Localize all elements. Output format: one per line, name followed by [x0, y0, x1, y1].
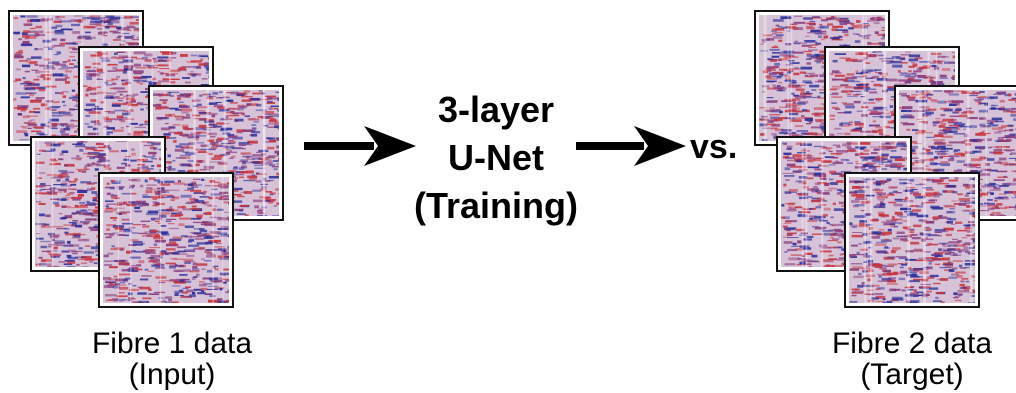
waveform-image [849, 177, 975, 303]
model-label: 3-layer U-Net (Training) [398, 86, 594, 230]
target-caption-line2: (Target) [860, 358, 964, 391]
target-caption: Fibre 2 data (Target) [812, 328, 1012, 390]
input-panel-5 [98, 172, 234, 308]
input-caption-line2: (Input) [128, 358, 216, 391]
model-label-line1: 3-layer [437, 89, 555, 130]
waveform-image [103, 177, 229, 303]
input-caption: Fibre 1 data (Input) [62, 328, 282, 390]
model-label-line3: (Training) [414, 185, 578, 226]
target-caption-line1: Fibre 2 data [831, 327, 993, 360]
input-to-model-arrow [304, 126, 416, 166]
compare-label: vs. [690, 128, 738, 166]
model-to-compare-arrow [576, 126, 686, 166]
input-caption-line1: Fibre 1 data [91, 327, 253, 360]
model-label-line2: U-Net [448, 137, 544, 178]
target-panel-5 [844, 172, 980, 308]
